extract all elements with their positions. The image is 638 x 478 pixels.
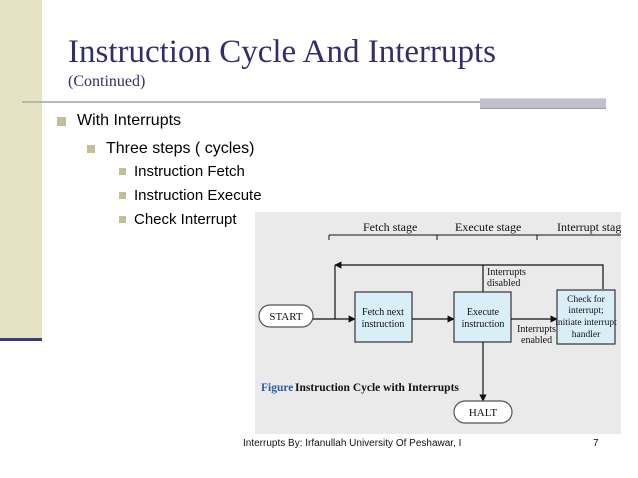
- bullet-text: With Interrupts: [77, 112, 182, 129]
- bullet-three-steps: Three steps ( cycles): [87, 140, 254, 158]
- page-number: 7: [593, 438, 599, 449]
- bullet-square-icon: [119, 168, 126, 175]
- interrupt-box-line-4: handler: [572, 330, 601, 340]
- bullet-square-icon: [119, 192, 126, 199]
- bullet-text: Instruction Fetch: [134, 163, 245, 180]
- interrupts-disabled-label-1: Interrupts: [487, 267, 526, 278]
- slide-title: Instruction Cycle And Interrupts: [68, 34, 497, 70]
- interrupt-box-line-3: initiate interrupt: [555, 318, 617, 328]
- execute-box: [453, 291, 512, 343]
- bullet-square-icon: [119, 216, 126, 223]
- flow-diagram: Fetch stage Execute stage Interrupt stag…: [258, 220, 621, 424]
- title-rule: [22, 101, 606, 103]
- bullet-check-interrupt: Check Interrupt: [119, 211, 237, 228]
- bullet-instruction-execute: Instruction Execute: [119, 187, 262, 204]
- stage-label-execute: Execute stage: [455, 220, 521, 234]
- interrupt-box-line-2: interrupt;: [568, 306, 603, 316]
- fetch-box-line-2: instruction: [362, 319, 405, 330]
- interrupts-enabled-label-1: Interrupts: [517, 324, 556, 335]
- interrupts-enabled-label-2: enabled: [521, 335, 552, 346]
- execute-box-line-2: instruction: [462, 319, 505, 330]
- left-decor-line: [0, 338, 42, 341]
- start-label: START: [269, 311, 303, 323]
- left-decor-band: [0, 0, 42, 340]
- slide-subtitle: (Continued): [68, 73, 146, 90]
- bullet-with-interrupts: With Interrupts: [57, 112, 181, 130]
- loop-arrow: [334, 261, 604, 289]
- start-terminal: [258, 304, 314, 328]
- interrupt-box: [556, 289, 616, 345]
- bullet-square-icon: [57, 116, 66, 126]
- bullet-text: Three steps ( cycles): [106, 140, 255, 157]
- bullet-text: Instruction Execute: [134, 187, 262, 204]
- halt-terminal: [453, 400, 513, 424]
- stage-label-fetch: Fetch stage: [363, 220, 417, 234]
- slide-footer: Interrupts By: Irfanullah University Of …: [243, 438, 462, 449]
- bullet-instruction-fetch: Instruction Fetch: [119, 163, 245, 180]
- fetch-box: [354, 291, 413, 343]
- stage-label-interrupt: Interrupt stage: [557, 220, 621, 234]
- figure-caption-label: Figure: [261, 382, 293, 394]
- bullet-text: Check Interrupt: [134, 211, 237, 228]
- figure-caption-text: Instruction Cycle with Interrupts: [295, 382, 459, 394]
- execute-box-line-1: Execute: [467, 307, 500, 318]
- halt-label: HALT: [469, 407, 498, 419]
- interrupt-box-line-1: Check for: [567, 294, 606, 305]
- fetch-box-line-1: Fetch next: [362, 307, 404, 318]
- instruction-cycle-figure: Fetch stage Execute stage Interrupt stag…: [255, 212, 621, 434]
- title-rule-accent: [480, 98, 606, 109]
- bullet-square-icon: [87, 145, 95, 153]
- interrupts-disabled-label-2: disabled: [487, 278, 520, 289]
